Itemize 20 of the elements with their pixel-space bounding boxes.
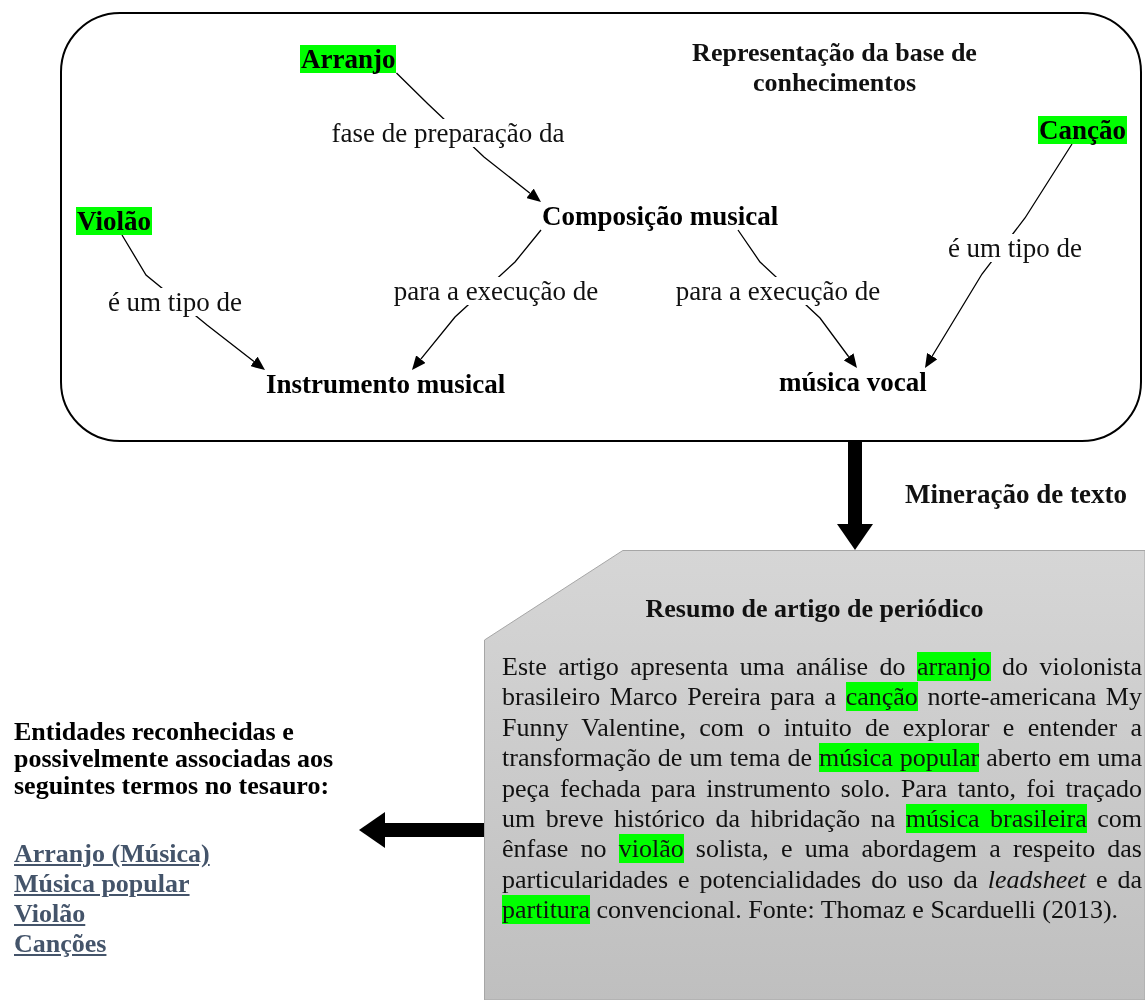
concept-label: música vocal bbox=[778, 368, 928, 396]
concept-label: Canção bbox=[1038, 116, 1127, 144]
panel-heading: Representação da base de conhecimentos bbox=[691, 38, 978, 98]
edge-label: para a execução de bbox=[391, 277, 601, 305]
thesaurus-link: Violão bbox=[14, 899, 86, 929]
document-shape bbox=[484, 550, 1145, 1000]
abstract-paragraph: Este artigo apresenta uma análise do arranjo do violonista brasileiro Marco Pereira para a canção norte-americana My Funny Valentine, com o intuito de explorar e entender a transformação de um tema de música popular aberto em uma peça fechada para instrumento solo. Para tanto, foi traçado um breve histórico da hibridação na música brasileira com ênfase no violão solista, e uma abordagem a respeito das particularidades e potencialidades do uso da leadsheet e da partitura convencional. Fonte: Thomaz e Scarduelli (2013). bbox=[502, 652, 1142, 926]
block-arrow bbox=[359, 812, 484, 848]
thesaurus-link: Canções bbox=[14, 929, 107, 959]
edge-label: fase de preparação da bbox=[329, 119, 567, 147]
thesaurus-link: Música popular bbox=[14, 869, 190, 899]
document-heading: Resumo de artigo de periódico bbox=[644, 594, 985, 624]
concept-label: Instrumento musical bbox=[265, 370, 507, 398]
concept-label: Arranjo bbox=[300, 45, 397, 73]
edge-label: para a execução de bbox=[673, 277, 883, 305]
concept-label: Violão bbox=[76, 207, 152, 235]
concept-label: Composição musical bbox=[541, 202, 780, 230]
block-arrow bbox=[837, 442, 873, 550]
thesaurus-link: Arranjo (Música) bbox=[14, 839, 210, 869]
section-heading: Entidades reconhecidas e possivelmente associadas aos seguintes termos no tesauro: bbox=[14, 718, 335, 799]
